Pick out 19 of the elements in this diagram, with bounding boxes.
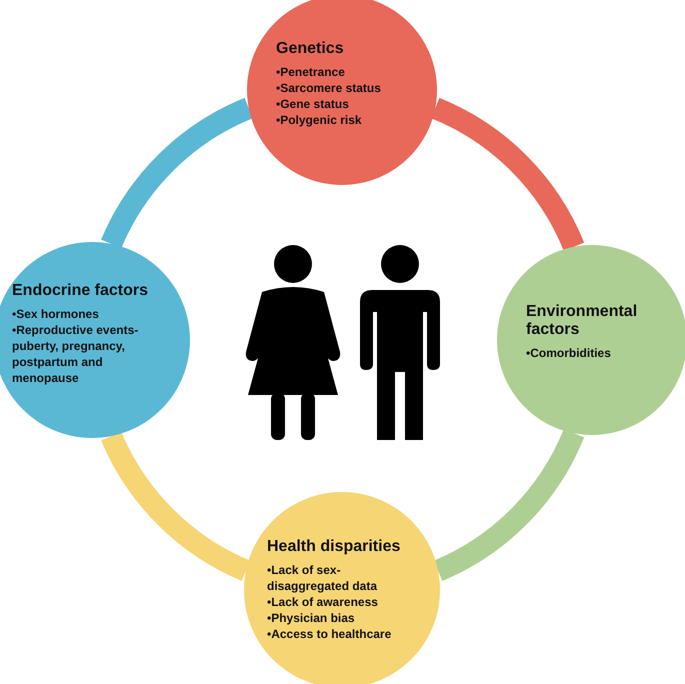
ring-arc — [433, 428, 584, 581]
circle-heading: Environmental factors — [526, 303, 638, 339]
circle-heading: Endocrine factors — [12, 282, 148, 300]
bullet-item: •Lack of awareness — [267, 594, 378, 610]
ring-arc — [430, 98, 584, 252]
bullet-item: •Sex hormones — [12, 306, 99, 322]
bullet-item: •Sarcomere status — [276, 80, 381, 96]
bullet-item: •Gene status — [276, 96, 349, 112]
bullet-item: •Access to healthcare — [267, 626, 392, 642]
bullet-item: •Reproductive events-puberty, pregnancy, postpartum and menopause — [12, 322, 140, 386]
bullet-item: •Comorbidities — [526, 345, 611, 361]
ring-arc — [101, 98, 254, 249]
bullet-item: •Lack of sex-disaggregated data — [267, 562, 378, 594]
ring-arc — [101, 431, 251, 581]
circle-heading: Health disparities — [267, 538, 400, 556]
bullet-item: •Polygenic risk — [276, 112, 362, 128]
bullet-item: •Penetrance — [276, 64, 345, 80]
circle-heading: Genetics — [276, 40, 344, 58]
bullet-item: •Physician bias — [267, 610, 355, 626]
